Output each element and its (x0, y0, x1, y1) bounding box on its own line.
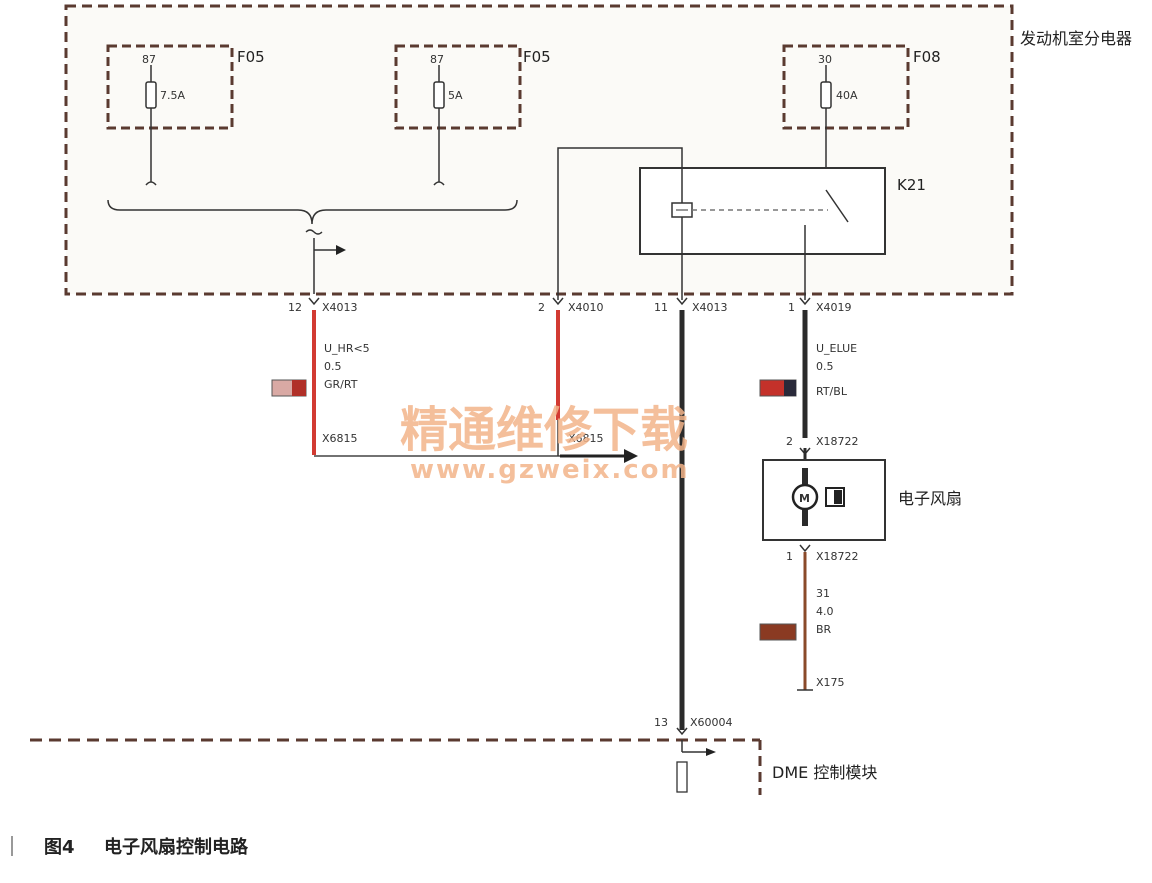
splice-2-label: X6815 (568, 432, 604, 445)
relay-name: K21 (897, 176, 926, 194)
fuse-box-1 (106, 44, 234, 130)
dme-pin: 13 (654, 716, 668, 729)
wire-2-size: 0.5 (816, 360, 834, 373)
connector-1-name: X4013 (322, 301, 358, 314)
fuse-2-symbol (433, 81, 445, 109)
fan-bottom-marker (799, 544, 811, 553)
fuse-2-continuation (433, 181, 445, 186)
dme-arrow-head (706, 748, 716, 756)
connector-4-pin: 1 (788, 301, 795, 314)
fan-motor-icon (791, 483, 819, 511)
fuse-3-rating: 40A (836, 89, 858, 102)
splice-arrow-head (624, 449, 638, 463)
fuse-2-name: F05 (523, 48, 551, 66)
fuse-2-terminal: 87 (430, 53, 444, 66)
brace-arrow-head (336, 245, 346, 255)
wire-1-swatch-stripe (292, 380, 306, 396)
wire-3-swatch (759, 623, 797, 641)
distribution-box (64, 4, 1014, 296)
fuse-3-symbol (820, 81, 832, 109)
wire-2-color: RT/BL (816, 385, 848, 398)
fuse-group-brace (107, 199, 518, 225)
fuse-1-rating: 7.5A (160, 89, 185, 102)
module-label: 发动机室分电器 (1020, 29, 1132, 48)
connector-1-pin: 12 (288, 301, 302, 314)
watermark-url: www.gzweix.com (410, 455, 690, 485)
caption-figure-no: 图4 (44, 837, 75, 858)
splice-1-label: X6815 (322, 432, 358, 445)
fuse-1-continuation (145, 181, 157, 186)
connector-2-pin: 2 (538, 301, 545, 314)
dme-label: DME 控制模块 (772, 763, 877, 782)
fuse-1-symbol (145, 81, 157, 109)
dme-internal-symbol (676, 761, 688, 793)
fan-top-pin: 2 (786, 435, 793, 448)
relay-switch-contact (825, 189, 849, 223)
watermark-text: 精通维修下载 (400, 402, 688, 458)
brace-tilde (305, 229, 323, 235)
fan-blade-icon-fill (834, 490, 842, 504)
fuse-box-3 (782, 44, 910, 130)
connector-3-pin: 11 (654, 301, 668, 314)
fuse-box-2 (394, 44, 522, 130)
dme-marker (676, 727, 688, 736)
connector-4-name: X4019 (816, 301, 852, 314)
wire-1-color: GR/RT (324, 378, 358, 391)
dme-connector: X60004 (690, 716, 733, 729)
wire-3-color: BR (816, 623, 832, 636)
fan-bottom-pin: 1 (786, 550, 793, 563)
connector-3-name: X4013 (692, 301, 728, 314)
caption-title: 电子风扇控制电路 (104, 836, 249, 858)
coil-feed-wire (557, 147, 683, 300)
fuse-2-rating: 5A (448, 89, 463, 102)
fan-box (762, 459, 886, 541)
wire-3-size: 4.0 (816, 605, 834, 618)
ground-label: X175 (816, 676, 845, 689)
fuse-3-terminal: 30 (818, 53, 832, 66)
fuse-3-name: F08 (913, 48, 941, 66)
wire-2-signal: U_ELUE (816, 342, 857, 355)
fan-motor-mark: M (799, 492, 810, 505)
wire-2-swatch-stripe (784, 380, 796, 396)
wire-1-signal: U_HR<5 (324, 342, 370, 355)
fan-label: 电子风扇 (898, 489, 962, 508)
wire-3-signal: 31 (816, 587, 830, 600)
fuse-1-terminal: 87 (142, 53, 156, 66)
connector-2-name: X4010 (568, 301, 604, 314)
fan-bottom-connector: X18722 (816, 550, 859, 563)
wire-1-size: 0.5 (324, 360, 342, 373)
fuse-1-name: F05 (237, 48, 265, 66)
fan-top-connector: X18722 (816, 435, 859, 448)
connector-markers (308, 297, 811, 306)
